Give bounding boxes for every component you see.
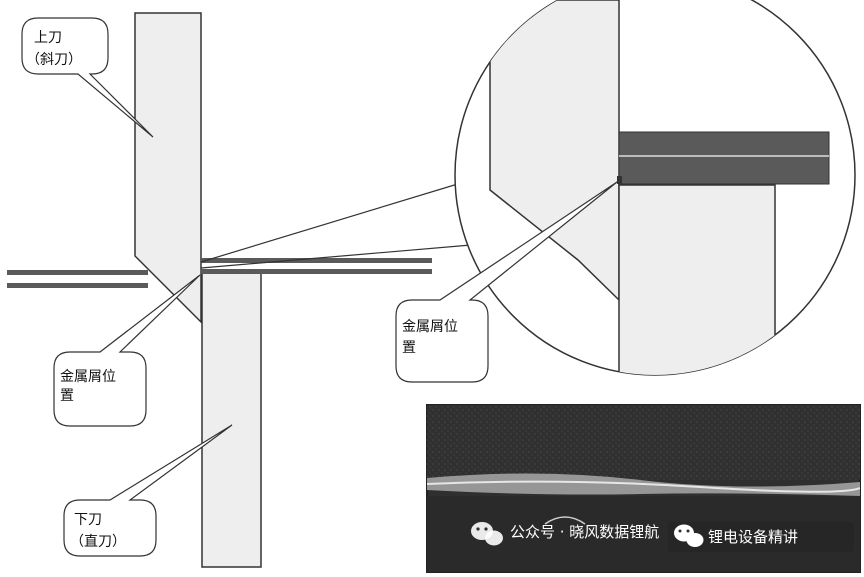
upper-blade: [134, 12, 202, 324]
magnified-upper-blade: [489, 0, 620, 302]
magnified-burr-marker: [617, 176, 622, 184]
watermark-text-2: 锂电设备精讲: [708, 528, 798, 546]
foil-left: [7, 270, 148, 288]
callout-burr-right-line2: 置: [402, 340, 416, 356]
callout-burr-right-line1: 金属屑位: [402, 319, 458, 335]
callout-burr-left: 金属屑位 置: [53, 274, 201, 427]
callout-burr-right: 金属屑位 置: [395, 181, 618, 383]
lower-blade: [201, 272, 262, 568]
magnified-lower-blade: [618, 184, 776, 375]
callout-upper-blade: 上刀 （斜刀）: [21, 17, 154, 138]
wechat-icon: [674, 524, 704, 547]
callout-upper-blade-line1: 上刀: [34, 30, 62, 46]
zoom-lines: [200, 182, 472, 269]
magnified-foil: [618, 131, 830, 185]
magnified-view: [454, 0, 856, 376]
callout-burr-left-line2: 置: [60, 388, 74, 404]
watermark-2: 锂电设备精讲: [668, 522, 854, 552]
watermark-1: 公众号 · 晓风数据锂航: [471, 522, 659, 546]
callout-burr-left-line1: 金属屑位: [60, 369, 116, 385]
wechat-icon: [471, 522, 503, 546]
callout-upper-blade-line2: （斜刀）: [26, 52, 82, 68]
callout-lower-blade-line2: （直刀）: [70, 533, 126, 550]
callout-lower-blade-line1: 下刀: [74, 512, 102, 528]
callout-lower-blade: 下刀 （直刀）: [63, 424, 233, 557]
watermark-text-1: 公众号 · 晓风数据锂航: [510, 523, 659, 541]
foil-right: [201, 258, 432, 274]
